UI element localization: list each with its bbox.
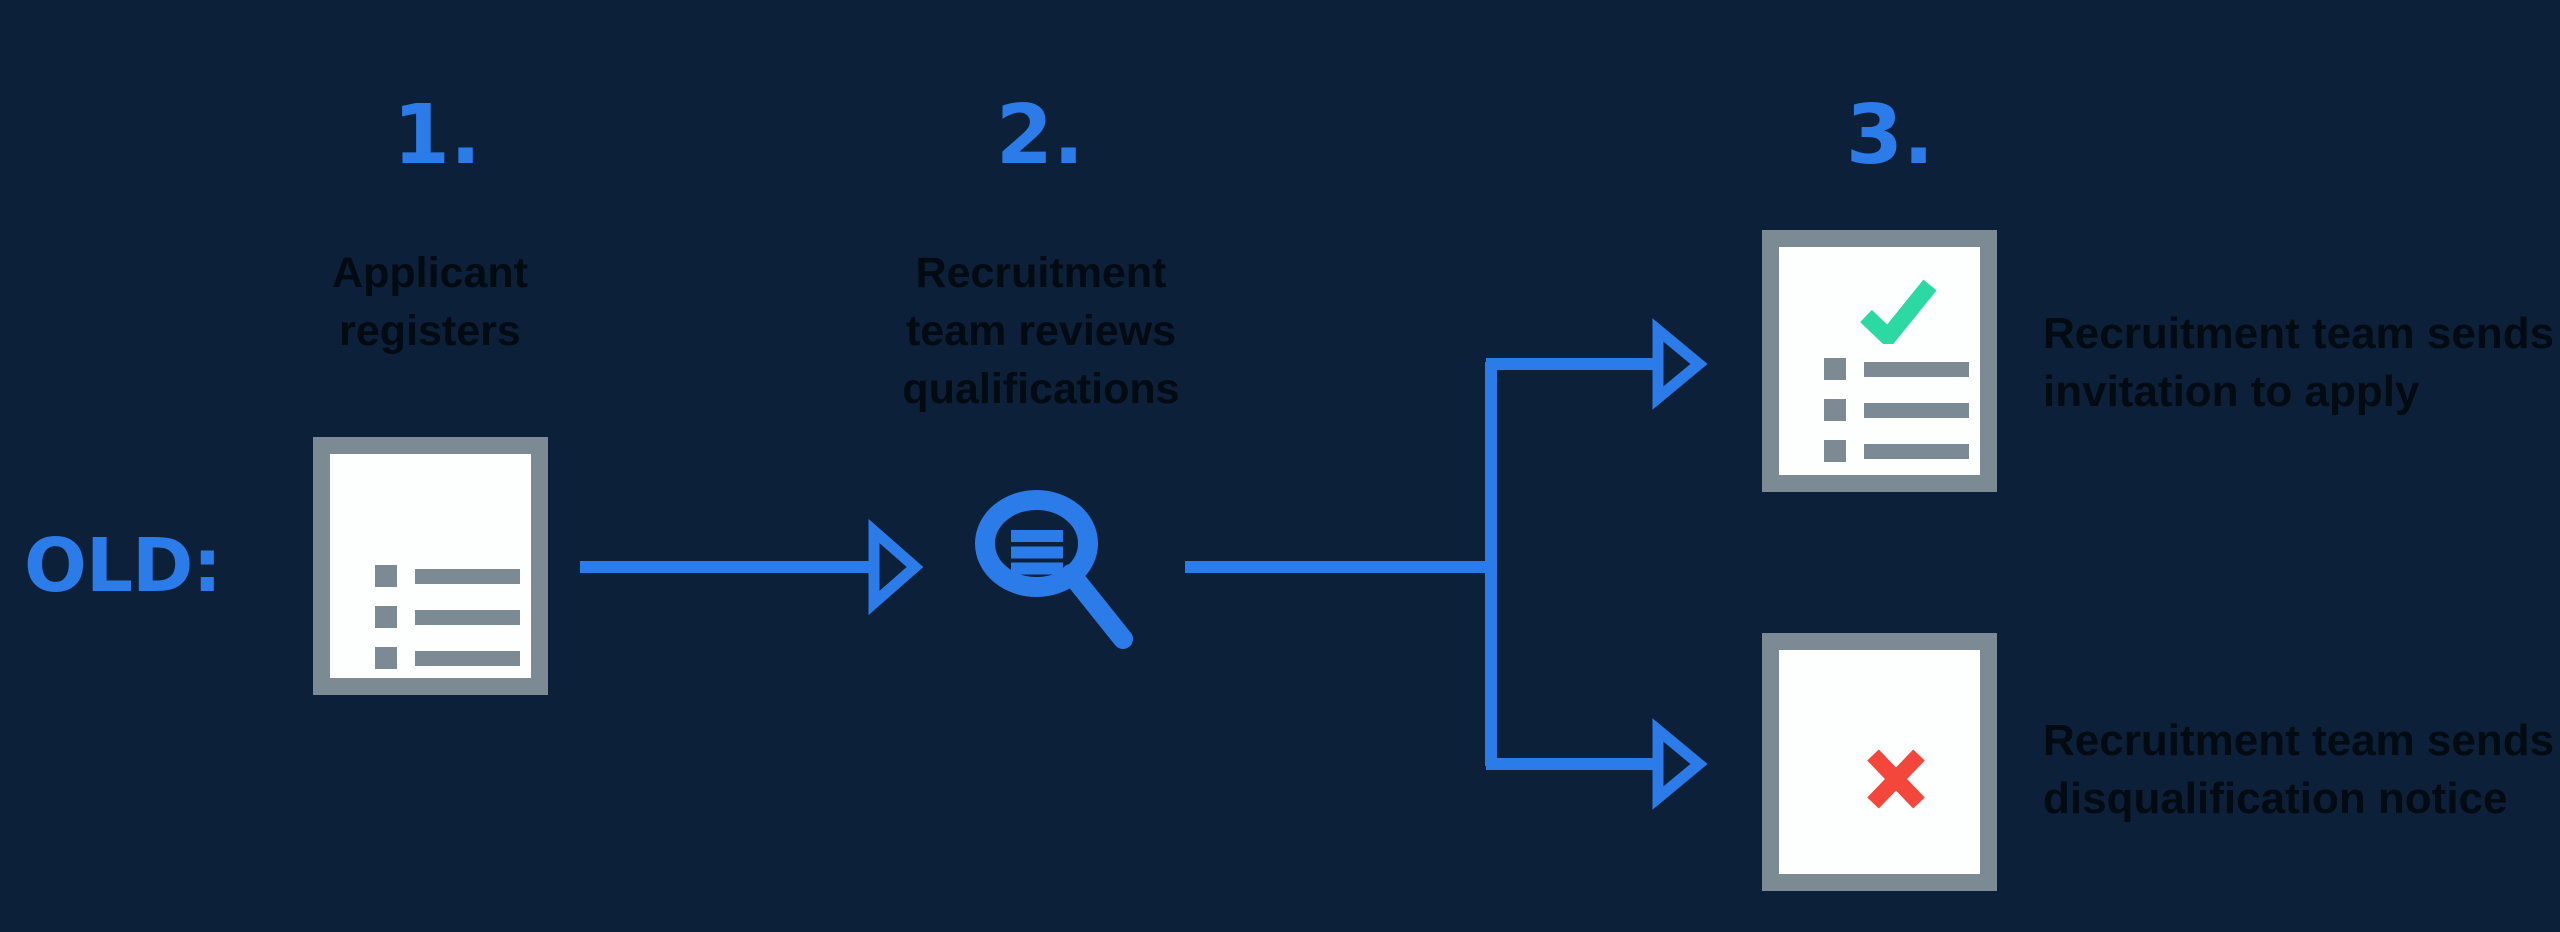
paper-sheet <box>1779 247 1980 475</box>
step-2-number: 2. <box>995 88 1085 183</box>
step-3-number: 3. <box>1845 88 1935 183</box>
registration-form-icon <box>313 437 548 695</box>
x-mark-icon <box>1867 749 1925 809</box>
branch-bottom-arrowhead-icon <box>1652 718 1708 810</box>
outcome-invitation-label: Recruitment team sends invitation to app… <box>2043 309 2555 416</box>
list-row <box>375 565 525 587</box>
checklist-approved-icon <box>1762 230 1997 492</box>
flow-version-label: OLD: <box>24 523 222 609</box>
step-1-number: 1. <box>392 88 482 183</box>
list-row <box>1824 358 1974 380</box>
magnifier-review-icon <box>975 490 1133 649</box>
paper-sheet <box>330 454 531 678</box>
document-rejected-icon <box>1762 633 1997 891</box>
check-mark-icon <box>1860 279 1937 344</box>
paper-sheet <box>1779 650 1980 874</box>
step-2-label: Recruitment team reviews qualifications <box>902 249 1180 413</box>
branch-top-arrowhead-icon <box>1652 318 1708 410</box>
list-row <box>375 606 525 628</box>
arrow-1-head-icon <box>868 518 924 616</box>
step-1-label: Applicant registers <box>332 249 528 355</box>
list-row <box>1824 440 1974 462</box>
list-row <box>1824 399 1974 421</box>
outcome-disqualification-label: Recruitment team sends disqualification … <box>2043 716 2555 823</box>
list-row <box>375 647 525 669</box>
